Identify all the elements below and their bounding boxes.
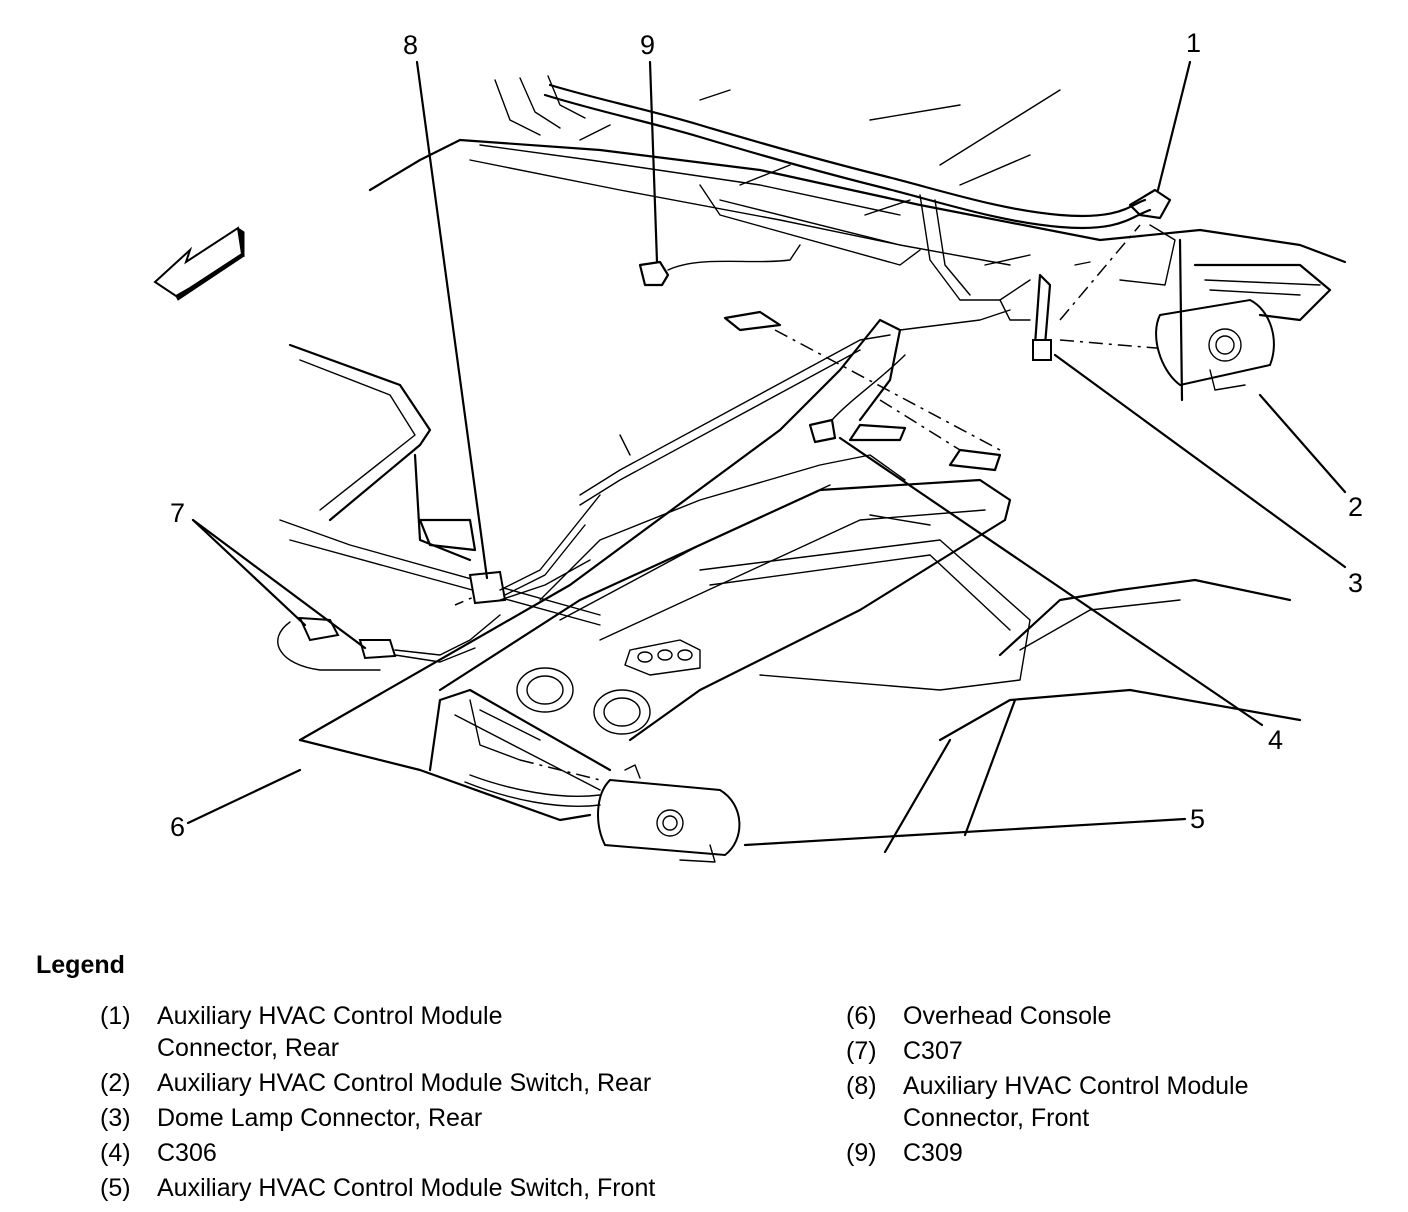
roof-panel-outline: [279, 75, 1347, 854]
legend-item: (7) C307: [846, 1035, 1386, 1067]
legend-item-line: Dome Lamp Connector, Rear: [157, 1104, 483, 1132]
legend-item-number: (1): [100, 1002, 131, 1030]
legend-item: (5) Auxiliary HVAC Control Module Switch,…: [100, 1172, 800, 1204]
legend-item: (3) Dome Lamp Connector, Rear: [100, 1102, 800, 1134]
legend-item-line: Connector, Rear: [157, 1034, 340, 1062]
callout-4: 4: [1268, 725, 1284, 755]
legend-item-number: (2): [100, 1069, 131, 1097]
overhead-console-diagram: 1 2 3 4 5 6 7 8 9: [153, 28, 1364, 863]
legend-item-number: (8): [846, 1072, 877, 1100]
legend-item-number: (5): [100, 1174, 131, 1202]
callout-3: 3: [1348, 568, 1364, 598]
callout-5: 5: [1190, 804, 1206, 834]
callout-1: 1: [1186, 28, 1202, 58]
dome-lamp-connector-rear: [1032, 273, 1052, 361]
callout-6: 6: [170, 812, 186, 842]
legend-item-number: (3): [100, 1104, 131, 1132]
legend-item-line: C309: [903, 1139, 963, 1167]
legend-item-description: Auxiliary HVAC Control Module Switch, Re…: [157, 1067, 800, 1099]
locator-lines: [454, 224, 1181, 781]
legend-item-description: Auxiliary HVAC Control Module Switch, Fr…: [157, 1172, 800, 1204]
legend-item-description: C306: [157, 1137, 800, 1169]
legend-item-description: Dome Lamp Connector, Rear: [157, 1102, 800, 1134]
legend-item-description: C309: [903, 1137, 1386, 1169]
legend-column-right: (6) Overhead Console (7) C307 (8) Auxiliary H…: [846, 1000, 1386, 1172]
callout-7: 7: [170, 498, 186, 528]
legend-item-description: Overhead Console: [903, 1000, 1386, 1032]
front-direction-arrow-icon: [153, 226, 245, 301]
rear-hvac-switch: [1128, 188, 1332, 402]
callout-8: 8: [403, 30, 419, 60]
front-hvac-connector: [468, 494, 601, 605]
legend-item-line: C306: [157, 1139, 217, 1167]
legend-item-line: Auxiliary HVAC Control Module: [903, 1072, 1249, 1100]
legend-item-number: (6): [846, 1002, 877, 1030]
legend-item: (6) Overhead Console: [846, 1000, 1386, 1032]
legend-item: (2) Auxiliary HVAC Control Module Switch,…: [100, 1067, 800, 1099]
legend-item-number: (7): [846, 1037, 877, 1065]
legend-item-line: Auxiliary HVAC Control Module: [157, 1002, 503, 1030]
legend-item: (9) C309: [846, 1137, 1386, 1169]
callout-2: 2: [1348, 492, 1364, 522]
callout-leaders: [186, 60, 1347, 847]
legend-item-line: Auxiliary HVAC Control Module Switch, Re…: [157, 1069, 652, 1097]
legend-item-number: (4): [100, 1139, 131, 1167]
legend-item-line: C307: [903, 1037, 963, 1065]
legend-item-number: (9): [846, 1139, 877, 1167]
c307-connector: [277, 614, 501, 671]
callout-9: 9: [640, 30, 656, 60]
c309-connector: [638, 244, 801, 332]
c306-connector: [808, 354, 906, 444]
legend-item: (4) C306: [100, 1137, 800, 1169]
roof-wiring-harness: [543, 83, 1176, 331]
legend-item-line: Connector, Front: [903, 1104, 1090, 1132]
front-hvac-switch: [464, 764, 741, 863]
legend-item-description: C307: [903, 1035, 1386, 1067]
overhead-console: [298, 318, 1031, 822]
legend-title: Legend: [36, 951, 125, 979]
legend-item-line: Auxiliary HVAC Control Module Switch, Fr…: [157, 1174, 656, 1202]
legend-item-line: Overhead Console: [903, 1002, 1112, 1030]
